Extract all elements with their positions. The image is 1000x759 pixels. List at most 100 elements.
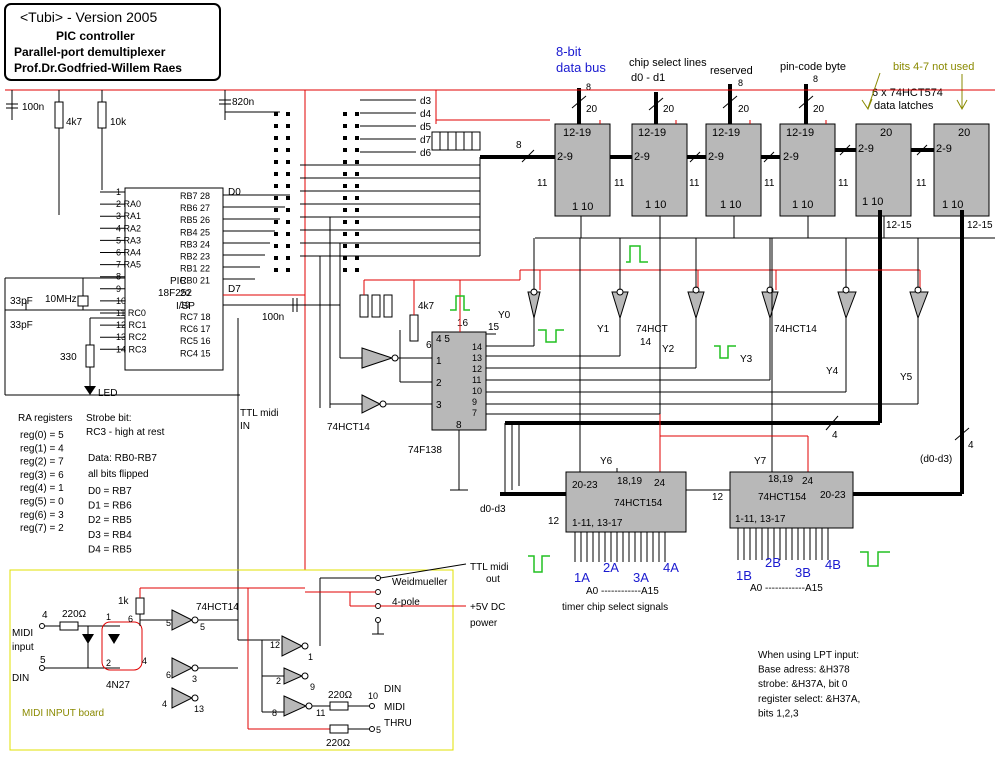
latch2-pins-out: 12-19 [638,127,666,139]
ttl-midi-in-1: TTL midi [240,408,279,419]
latch6-pin-20: 20 [958,127,970,139]
latch1-pins-ctrl: 1 10 [572,201,593,213]
annotation-arrowhead-1 [861,98,873,111]
pull-resistor-dots [274,112,359,280]
notes-ra-line: reg(4) = 1 [20,483,64,494]
svg-text:10: 10 [368,691,378,701]
timer-b-pins-18-19: 18,19 [768,474,793,485]
connector-power: power [470,618,498,629]
label-latch-count: 6 x 74HCT574 [872,87,943,99]
led-label: LED [98,388,117,399]
midi-thru-din: DIN [384,684,401,695]
svg-text:12: 12 [270,640,280,650]
midi-inverter-5 [283,667,304,685]
latch1-pins-out: 12-19 [563,127,591,139]
timer-b-address: A0 ------------A15 [750,583,823,594]
midi-res-220: 220Ω [62,609,87,620]
svg-text:9: 9 [310,682,315,692]
pic-right-pin-8: RB0 21 [180,276,210,286]
bus-width-main: 8 [516,140,522,151]
pic-left-pin-13: 13 RC2 [116,332,147,342]
notes-data-line: D3 = RB4 [88,530,132,541]
notes-lpt-line: bits 1,2,3 [758,708,799,719]
latch6-pins-in: 2-9 [936,143,952,155]
timer-b-pins-20-23: 20-23 [820,490,846,501]
svg-text:2: 2 [276,676,281,686]
pic-chip [124,187,224,371]
decoder-pin-8: 8 [456,420,462,431]
inverter-1 [361,347,394,369]
pic-d7-label: D7 [228,284,241,295]
midi-inverter-3 [171,687,194,709]
decoder-right-pin-7: 7 [472,408,477,418]
timer-chip-b-name: 74HCT154 [758,492,807,503]
timer-a-pins-18-19: 18,19 [617,476,642,487]
connector-weidmueller: Weidmueller [392,577,448,588]
label-d0-d3-right: (d0-d3) [920,454,952,465]
title-line-4: Prof.Dr.Godfried-Willem Raes [14,61,182,75]
connector-ttl-1: TTL midi [470,562,509,573]
pic-right-pin-5: RB3 24 [180,239,210,249]
y-inverters: Y0 Y1 74HCT 14 Y2 Y3 74HCT14 Y4 Y5 [486,238,929,415]
midi-thru-midi: MIDI [384,702,405,713]
svg-text:4: 4 [162,699,167,709]
midi-board-label: MIDI INPUT board [22,708,104,719]
y0-label: Y0 [498,310,511,321]
connector-ttl-2: out [486,574,500,585]
latch4-pin-11: 11 [764,178,775,189]
pic-right-pin-1: RB7 28 [180,191,210,201]
latch5-pins-in: 2-9 [858,143,874,155]
annotation-arrowhead-2 [956,99,968,111]
decoder-pin-15: 15 [488,322,500,333]
label-pin-code: pin-code byte [780,61,846,73]
notes-data-line: D1 = RB6 [88,501,132,512]
timer-b-pins-out: 1-11, 13-17 [735,514,786,525]
pic-left-pin-6: 6 RA4 [116,248,141,258]
opto-4n27: 4N27 [106,680,130,691]
decoder-right-pin-14: 14 [472,342,482,352]
internal-data-bus: 8 [480,140,934,163]
label-d0-d3-left: d0-d3 [480,504,506,515]
notes-data-flip: all bits flipped [88,469,149,480]
midi-din-label: DIN [12,673,29,684]
latch-chip-5 [855,123,912,217]
timer-a-legs [574,532,666,562]
timer-out-4b: 4B [825,557,841,572]
cap-33pf-a: 33pF [10,296,33,307]
latch4-pins-ctrl: 1 10 [792,199,813,211]
bus-pin-20-1: 20 [586,104,598,115]
cap-820n: 820n [232,97,254,108]
latch2-pins-ctrl: 1 10 [645,199,666,211]
pic-right-pin-4: RB4 25 [180,227,210,237]
svg-text:5: 5 [200,622,205,632]
timer-a-address: A0 ------------A15 [586,586,659,597]
timer-out-4a: 4A [663,560,679,575]
latch5-pin-20: 20 [880,127,892,139]
res-10k: 10k [110,117,127,128]
timer-a-pins-out: 1-11, 13-17 [572,518,623,529]
timer-a-pin-24: 24 [654,478,666,489]
timer-out-1a: 1A [574,570,590,585]
pic-left-pin-7: 7 RA5 [116,260,141,270]
pic-right-pin-13: RC5 16 [180,336,211,346]
decoder-name: 74F138 [408,445,442,456]
y2-label: Y2 [662,344,675,355]
crystal-10mhz: 10MHz [45,294,77,305]
decoder-right-pin-13: 13 [472,353,482,363]
notes-lpt-line: When using LPT input: [758,650,859,661]
timer-b-pin-12: 12 [712,492,724,503]
cap-100n: 100n [22,102,44,113]
bus-width-4: 8 [813,74,818,84]
svg-text:5: 5 [40,655,46,666]
pic-chip-pkg: I/SP [176,301,195,312]
label-reserved: reserved [710,65,753,77]
latch6-pins-out: 12-15 [967,220,993,231]
notes-ra-line: reg(6) = 3 [20,510,64,521]
midi-inverter-2 [171,657,194,679]
latch1-pin-11: 11 [537,178,548,189]
svg-text:1: 1 [106,612,111,622]
timer-out-2b: 2B [765,555,781,570]
latch5-pin-11: 11 [838,178,849,189]
ttl-midi-in-2: IN [240,421,250,432]
